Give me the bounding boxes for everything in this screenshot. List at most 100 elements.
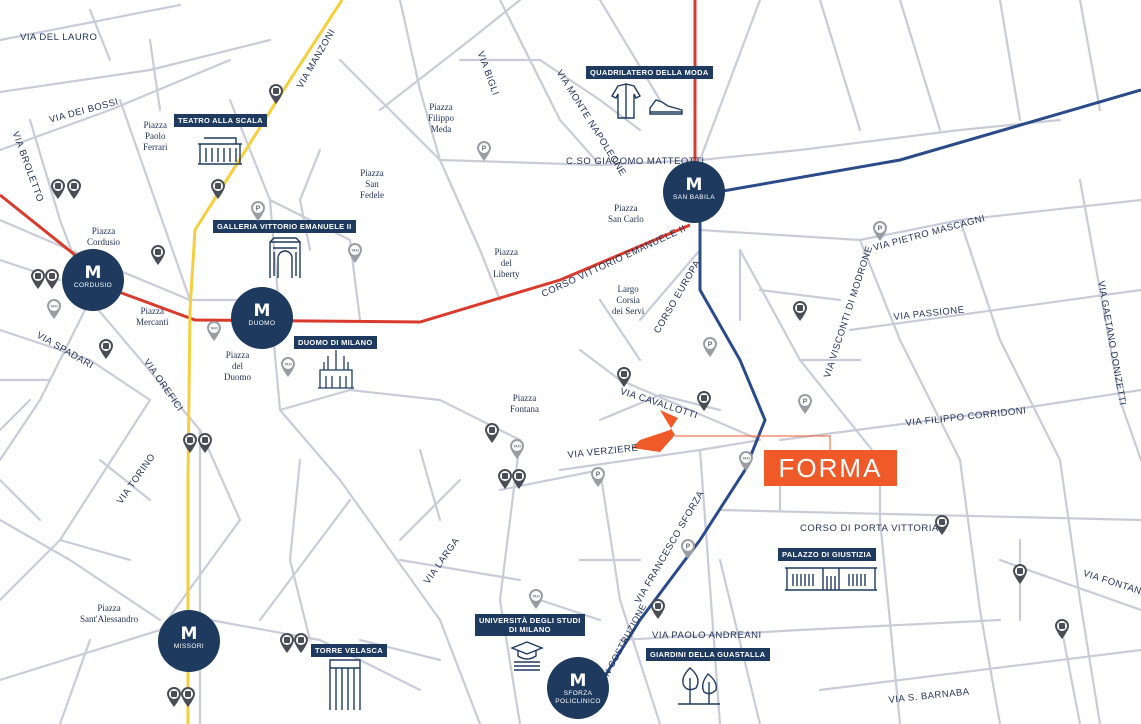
svg-text:TAXI: TAXI	[742, 457, 750, 461]
svg-text:P: P	[686, 544, 691, 551]
bus-pin-icon[interactable]	[182, 432, 198, 454]
metro-icon: M	[685, 175, 703, 195]
bus-pin-icon[interactable]	[484, 422, 500, 444]
park-icon	[678, 667, 720, 705]
piazza-label: Piazza Paolo Ferrari	[143, 120, 168, 152]
metro-line-blue	[588, 195, 767, 701]
svg-text:TAXI: TAXI	[284, 363, 292, 367]
bus-pin-icon[interactable]	[497, 468, 513, 490]
svg-text:P: P	[878, 226, 883, 233]
piazza-label: Piazza Cordusio	[87, 226, 121, 247]
piazza-label: Piazza San Fedele	[360, 168, 384, 200]
courthouse-icon	[785, 567, 877, 591]
taxi-pin-icon[interactable]: TAXI	[528, 588, 544, 610]
piazza-label: Piazza Filippo Meda	[428, 102, 455, 134]
bus-pin-icon[interactable]	[44, 268, 60, 290]
bus-pin-icon[interactable]	[197, 432, 213, 454]
bus-pin-icon[interactable]	[50, 178, 66, 200]
parking-pin-icon[interactable]: P	[797, 393, 813, 415]
bus-pin-icon[interactable]	[150, 244, 166, 266]
street-label: C.SO GIACOMO MATTEOTTI	[566, 156, 705, 167]
forma-leader-line	[675, 435, 831, 450]
bus-pin-icon[interactable]	[792, 300, 808, 322]
street-label: VIA DEL LAURO	[20, 32, 98, 43]
metro-icon: M	[84, 263, 102, 283]
bus-pin-icon[interactable]	[934, 514, 950, 536]
metro-icon: M	[180, 624, 198, 644]
metro-icon: M	[253, 301, 271, 321]
taxi-pin-icon[interactable]: TAXI	[347, 242, 363, 264]
piazza-label: Piazza del Duomo	[224, 350, 251, 382]
bus-pin-icon[interactable]	[696, 390, 712, 412]
bus-pin-icon[interactable]	[511, 468, 527, 490]
parking-pin-icon[interactable]: P	[250, 200, 266, 222]
svg-text:TAXI: TAXI	[513, 445, 521, 449]
university-icon	[510, 641, 544, 671]
landmark-label-quadrilatero: QUADRILATERO DELLA MODA	[586, 66, 713, 79]
arch-icon	[269, 237, 301, 278]
landmark-label-palazzo-giustizia: PALAZZO DI GIUSTIZIA	[778, 548, 876, 561]
piazza-label: Piazza Mercanti	[136, 306, 169, 327]
forma-logo[interactable]: FORMA	[764, 450, 897, 486]
street-label: CORSO DI PORTA VITTORIA	[800, 523, 939, 534]
fashion-icon	[611, 83, 683, 119]
landmark-label-guastalla: GIARDINI DELLA GUASTALLA	[646, 648, 770, 661]
svg-text:TAXI: TAXI	[351, 249, 359, 253]
street-label: VIA PAOLO ANDREANI	[652, 630, 762, 641]
landmark-label-velasca: TORRE VELASCA	[311, 644, 387, 657]
bus-pin-icon[interactable]	[650, 598, 666, 620]
metro-line-yellow	[186, 0, 344, 724]
svg-text:P: P	[596, 472, 601, 479]
svg-text:TAXI: TAXI	[532, 595, 540, 599]
bus-pin-icon[interactable]	[293, 632, 309, 654]
taxi-pin-icon[interactable]: TAXI	[738, 450, 754, 472]
landmark-label-universita: UNIVERSITÀ DEGLI STUDI DI MILANO	[475, 614, 585, 636]
taxi-pin-icon[interactable]: TAXI	[509, 438, 525, 460]
taxi-pin-icon[interactable]: TAXI	[280, 356, 296, 378]
parking-pin-icon[interactable]: P	[872, 220, 888, 242]
bus-pin-icon[interactable]	[279, 632, 295, 654]
landmark-label-galleria: GALLERIA VITTORIO EMANUELE II	[213, 220, 356, 233]
svg-text:P: P	[256, 206, 261, 213]
cathedral-icon	[318, 350, 354, 389]
svg-text:TAXI: TAXI	[50, 305, 58, 309]
parking-pin-icon[interactable]: P	[702, 336, 718, 358]
theatre-icon	[198, 137, 242, 165]
parking-pin-icon[interactable]: P	[590, 466, 606, 488]
bus-pin-icon[interactable]	[180, 686, 196, 708]
svg-text:P: P	[482, 146, 487, 153]
bus-pin-icon[interactable]	[1054, 618, 1070, 640]
piazza-label: Piazza Sant'Alessandro	[80, 603, 139, 624]
bus-pin-icon[interactable]	[616, 366, 632, 388]
tower-icon	[329, 659, 361, 710]
landmark-label-scala: TEATRO ALLA SCALA	[174, 114, 267, 127]
bus-pin-icon[interactable]	[30, 268, 46, 290]
bus-pin-icon[interactable]	[98, 338, 114, 360]
piazza-label: Piazza del Liberty	[493, 247, 520, 279]
taxi-pin-icon[interactable]: TAXI	[206, 320, 222, 342]
bus-pin-icon[interactable]	[1012, 563, 1028, 585]
piazza-label: Largo Corsia dei Servi	[612, 284, 645, 316]
landmark-label-duomo: DUOMO DI MILANO	[294, 336, 377, 349]
bus-pin-icon[interactable]	[210, 178, 226, 200]
forma-building	[632, 410, 678, 452]
bus-pin-icon[interactable]	[268, 83, 284, 105]
parking-pin-icon[interactable]: P	[476, 140, 492, 162]
taxi-pin-icon[interactable]: TAXI	[46, 298, 62, 320]
piazza-label: Piazza Fontana	[510, 393, 539, 414]
svg-text:P: P	[708, 342, 713, 349]
bus-pin-icon[interactable]	[166, 686, 182, 708]
bus-pin-icon[interactable]	[66, 178, 82, 200]
piazza-label: Piazza San Carlo	[608, 203, 644, 224]
parking-pin-icon[interactable]: P	[680, 538, 696, 560]
metro-icon: M	[569, 671, 587, 691]
metro-line-blue-east	[699, 88, 1141, 197]
svg-text:TAXI: TAXI	[210, 327, 218, 331]
svg-text:P: P	[803, 399, 808, 406]
